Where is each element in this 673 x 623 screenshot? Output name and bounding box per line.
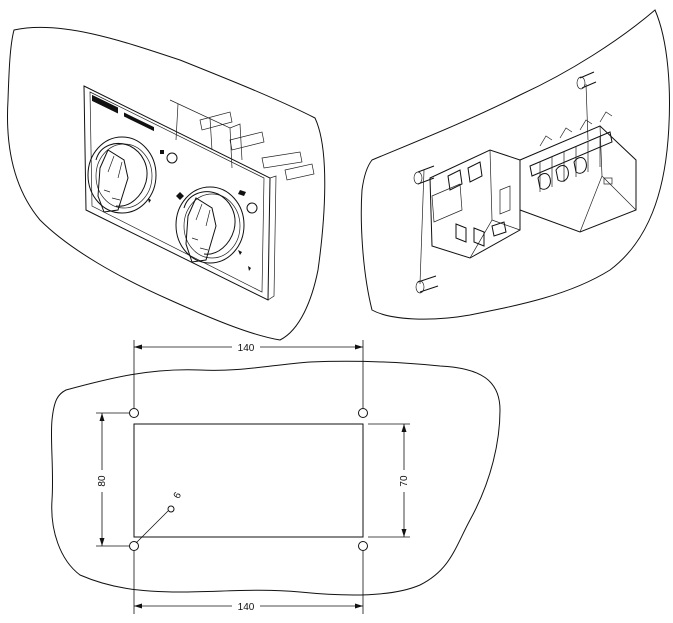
rear-wall-outline [360,9,670,320]
mounting-studs [413,71,597,294]
indicator-lamp-1 [166,152,178,164]
dim-right-height: 70 [399,475,410,487]
mount-hole-tl [129,408,139,418]
dim-hole-diameter: 6 [172,490,185,501]
dim-left-height: 80 [97,475,108,487]
cutout-rectangle [133,423,364,538]
front-isometric-view [7,26,326,341]
hole-callout-marker [167,505,175,513]
mount-hole-bl [129,541,139,551]
mount-hole-tr [358,408,368,418]
dim-top-width: 140 [238,343,255,354]
panel-outline [50,360,501,596]
brand-mark [92,94,118,114]
dim-bottom-width: 140 [238,602,255,613]
right-control-knob [175,186,245,264]
rear-switch-right [519,111,637,233]
panel-cutout-plan: 140 140 80 70 6 [50,340,501,614]
rear-isometric-view [360,9,670,320]
rear-switch-left [429,149,521,259]
left-control-knob [87,136,157,214]
model-mark [124,112,154,132]
terminal-tabs-front [199,111,315,181]
mount-hole-br [358,541,368,551]
front-wall-outline [7,26,326,341]
indicator-lamp-2 [246,202,258,214]
